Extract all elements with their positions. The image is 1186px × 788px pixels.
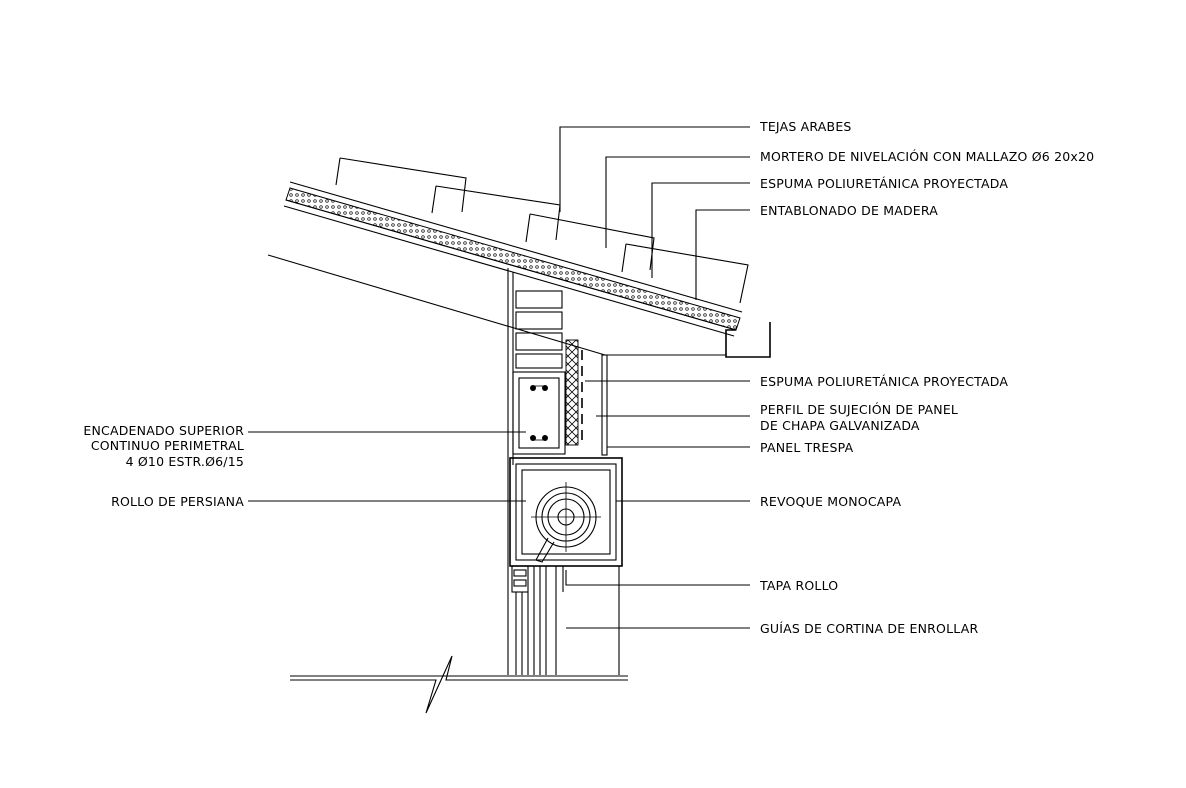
label-tapa: TAPA ROLLO [759,578,838,593]
ring-beam [512,371,566,455]
floor-break-line [290,655,628,714]
label-rollo: ROLLO DE PERSIANA [111,494,244,509]
leader-lines [248,126,750,629]
label-espuma-top: ESPUMA POLIURETÁNICA PROYECTADA [760,176,1008,191]
label-espuma-wall: ESPUMA POLIURETÁNICA PROYECTADA [760,374,1008,389]
label-mortero: MORTERO DE NIVELACIÓN CON MALLAZO Ø6 20x… [760,149,1094,164]
label-encadenado-line1: ENCADENADO SUPERIOR [83,423,244,438]
label-perfil-line2: DE CHAPA GALVANIZADA [760,418,920,433]
shutter-guides [511,565,620,675]
label-encadenado-line3: 4 Ø10 ESTR.Ø6/15 [126,454,244,469]
wall-foam-insulation [565,339,579,446]
label-revoque: REVOQUE MONOCAPA [760,494,901,509]
label-encadenado-line2: CONTINUO PERIMETRAL [91,438,244,453]
roller-shutter-box [509,457,623,567]
gutter [725,322,771,358]
label-guias: GUÍAS DE CORTINA DE ENROLLAR [760,621,978,636]
label-panel: PANEL TRESPA [760,440,854,455]
label-entablonado: ENTABLONADO DE MADERA [760,203,938,218]
label-tejas: TEJAS ARABES [759,119,852,134]
label-perfil-line1: PERFIL DE SUJECIÓN DE PANEL [760,402,958,417]
wall-section [507,268,608,675]
roof-assembly [267,157,771,358]
